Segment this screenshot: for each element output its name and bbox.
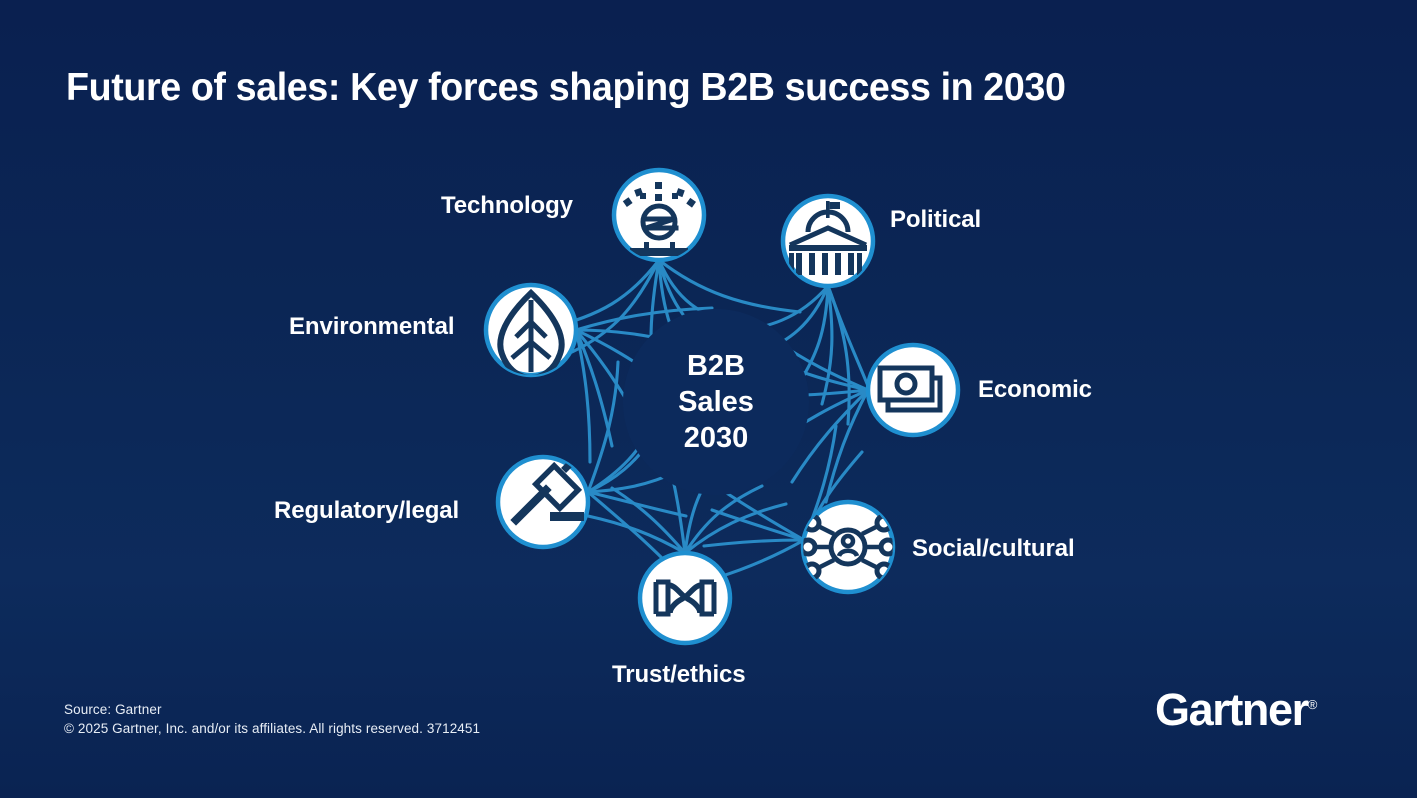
- hub-line-2: Sales: [678, 386, 754, 418]
- page-title: Future of sales: Key forces shaping B2B …: [66, 66, 1066, 109]
- node-label-social-cultural: Social/cultural: [912, 535, 1075, 562]
- hub-line-3: 2030: [683, 422, 749, 454]
- node-label-trust-ethics: Trust/ethics: [612, 661, 746, 688]
- node-label-environmental: Environmental: [289, 313, 455, 340]
- handshake-icon: [653, 579, 717, 617]
- gartner-logo: Gartner®: [1155, 684, 1317, 736]
- node-label-political: Political: [890, 206, 982, 233]
- connector-environmental: [574, 306, 714, 464]
- technology-sensor-icon: [622, 182, 696, 256]
- node-regulatory-legal[interactable]: [495, 454, 591, 550]
- node-environmental[interactable]: [483, 282, 579, 378]
- capitol-building-icon: [788, 201, 868, 275]
- node-economic[interactable]: [865, 342, 961, 438]
- node-social-cultural[interactable]: [800, 499, 896, 595]
- gartner-wordmark: Gartner: [1155, 684, 1309, 735]
- node-label-technology: Technology: [441, 192, 573, 219]
- banknotes-icon: [877, 365, 943, 413]
- node-political[interactable]: [780, 193, 876, 289]
- registered-trademark-icon: ®: [1307, 697, 1318, 712]
- hub-circle: [623, 309, 809, 495]
- source-line: Source: Gartner: [64, 702, 162, 717]
- hub-label: B2B Sales 2030: [616, 348, 816, 456]
- leaf-icon: [497, 288, 565, 375]
- copyright-line: © 2025 Gartner, Inc. and/or its affiliat…: [64, 721, 481, 736]
- node-trust-ethics[interactable]: [637, 550, 733, 646]
- footer: Source: Gartner © 2025 Gartner, Inc. and…: [64, 700, 480, 738]
- hub-line-1: B2B: [686, 350, 745, 382]
- node-label-economic: Economic: [978, 376, 1092, 403]
- node-label-regulatory-legal: Regulatory/legal: [274, 497, 460, 524]
- node-technology[interactable]: [611, 167, 707, 263]
